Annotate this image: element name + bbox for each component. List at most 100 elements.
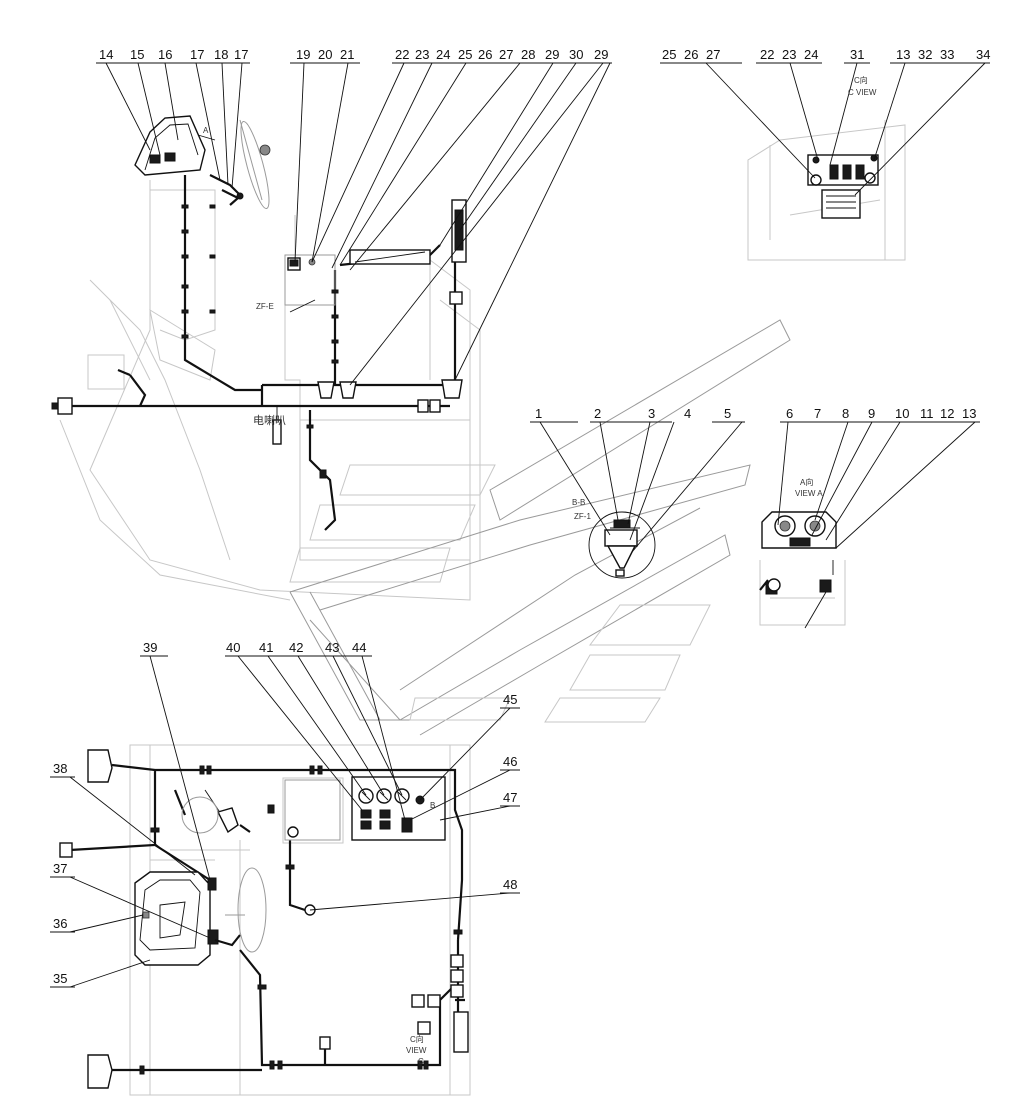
misc-annotations: ZF-E 电喇叭 A C向 VIEW C B [197,126,435,1066]
callout: 41 [259,640,273,655]
callout: 48 [503,877,517,892]
callout: 23 [782,47,796,62]
a-view-detail [759,511,837,629]
callout: 2 [594,406,601,421]
c-view-detail [807,154,879,219]
callout: 11 [920,406,934,421]
c-view-label-cn: C向 [854,75,868,85]
section-bb-label: B-B [572,498,585,507]
gauge-switch [149,154,161,164]
leader-lines [50,62,990,988]
callout: 36 [53,916,67,931]
c-view-box [821,189,861,219]
callout: 43 [325,640,339,655]
top-left-assembly [51,115,467,531]
callouts-top-left: 14 15 16 17 18 17 19 20 21 22 23 24 25 2… [99,47,608,62]
callout: 9 [868,406,875,421]
callout: 33 [940,47,954,62]
callout: 22 [760,47,774,62]
a-view-label-en: VIEW A [795,489,823,498]
joystick-block [216,807,239,834]
callout: 13 [896,47,910,62]
gauge-switch [164,152,176,162]
callout: 37 [53,861,67,876]
callout: 35 [53,971,67,986]
callout: 10 [895,406,909,421]
callout: 46 [503,754,517,769]
callout: 21 [340,47,354,62]
callout: 4 [684,406,691,421]
callout: 29 [545,47,559,62]
bottom-fuse-box [453,1011,469,1053]
callout: 24 [436,47,450,62]
callout: 8 [842,406,849,421]
mount-cup [317,381,335,399]
lever-handle [221,189,240,206]
mount-cup [339,381,357,399]
callout: 27 [499,47,513,62]
callout: 34 [976,47,990,62]
c-view2-label-en: VIEW [406,1046,427,1055]
callout: 6 [786,406,793,421]
callout: 28 [521,47,535,62]
zf-label: ZF-E [256,302,274,311]
callouts-section-bb: 1 2 3 4 5 B-B ZF-1 [535,406,731,521]
callout: 25 [662,47,676,62]
callout: 44 [352,640,366,655]
callout: 45 [503,692,517,707]
callouts-c-view: 25 26 27 22 23 24 31 13 32 33 34 C向 C VI… [662,47,990,97]
sensor-harness [288,840,306,912]
callout: 19 [296,47,310,62]
section-b-b [588,511,656,579]
callout: 31 [850,47,864,62]
callout: 27 [706,47,720,62]
callout: 29 [594,47,608,62]
callout: 15 [130,47,144,62]
callout: 23 [415,47,429,62]
column-harness [183,175,262,392]
a-view-label-cn: A向 [800,477,813,487]
callout: 32 [918,47,932,62]
horn-label: 电喇叭 [253,413,286,427]
section-circle [588,511,656,579]
instrument-cluster [134,871,211,966]
c-view2-label-cn: C向 [410,1034,424,1044]
callout: 30 [569,47,583,62]
callout: 26 [478,47,492,62]
lever-wire [209,174,241,196]
callout: 39 [143,640,157,655]
callout: 22 [395,47,409,62]
callout: 42 [289,640,303,655]
headlight-bottom [87,1054,113,1089]
connector-left [57,397,73,415]
lever-rod [173,789,187,816]
callout: 38 [53,761,67,776]
callout: 1 [535,406,542,421]
callouts-bottom-top: 39 40 41 42 43 44 45 46 47 [143,640,517,805]
callout: 13 [962,406,976,421]
bottom-loop-harness [239,949,456,1067]
gauge-small [287,826,299,838]
section-bb-sublabel: ZF-1 [574,512,591,521]
callouts-bottom-side: 38 37 36 35 48 [53,761,517,986]
c-letter-label: C [418,1057,424,1066]
callout: 24 [804,47,818,62]
callout: 17 [234,47,248,62]
lower-body-harness [308,410,337,531]
callout: 26 [684,47,698,62]
callout: 3 [648,406,655,421]
callout: 7 [814,406,821,421]
callout: 47 [503,790,517,805]
harness-clips [181,204,216,339]
bottom-clips [139,765,463,1075]
callouts-a-view: 6 7 8 9 10 11 12 13 A向 VIEW A [786,406,976,498]
section-body [604,529,638,547]
callout: 16 [158,47,172,62]
callout: 25 [458,47,472,62]
bottom-connector-left [59,842,73,858]
callout: 14 [99,47,113,62]
bottom-assembly [59,749,469,1089]
callout: 18 [214,47,228,62]
callout: 20 [318,47,332,62]
c-view-label-en: C VIEW [848,88,877,97]
